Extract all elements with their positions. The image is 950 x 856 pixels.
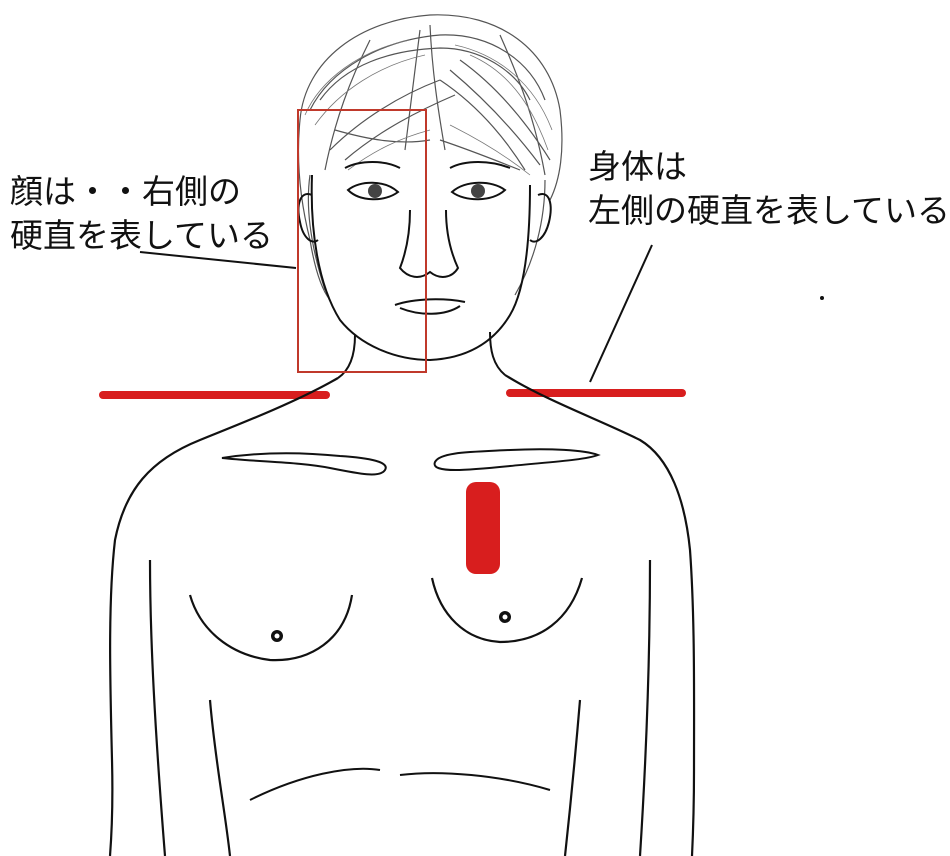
hair bbox=[298, 15, 561, 300]
right-pupil bbox=[471, 184, 485, 198]
body-annotation-line1: 身体は bbox=[588, 145, 950, 189]
left-nipple-inner bbox=[275, 634, 280, 639]
body-annotation-line2: 左側の硬直を表している bbox=[588, 189, 950, 233]
right-nipple-inner bbox=[503, 615, 508, 620]
face bbox=[299, 162, 551, 378]
face-annotation: 顔は・・右側の 硬直を表している bbox=[10, 170, 273, 258]
stray-dot bbox=[820, 296, 824, 300]
body-pointer-line bbox=[590, 245, 652, 382]
sternum-highlight bbox=[466, 482, 500, 574]
chest bbox=[190, 578, 582, 660]
face-annotation-line1: 顔は・・右側の bbox=[10, 170, 273, 214]
left-pupil bbox=[368, 184, 382, 198]
abdomen bbox=[250, 769, 550, 800]
body-annotation: 身体は 左側の硬直を表している bbox=[588, 145, 950, 233]
face-annotation-line2: 硬直を表している bbox=[10, 214, 273, 258]
collarbones bbox=[222, 449, 598, 474]
